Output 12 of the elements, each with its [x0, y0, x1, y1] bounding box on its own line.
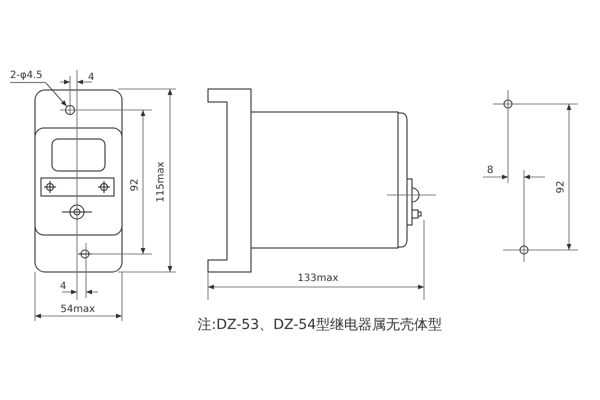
- dimension-label: 54max: [60, 304, 96, 316]
- caption: 注:DZ-53、DZ-54型继电器属无壳体型: [198, 317, 442, 333]
- dimension-label: 115max: [154, 162, 167, 202]
- dimension-label: 92: [554, 180, 567, 194]
- mounting-hole: [65, 105, 75, 115]
- dimension-label: 133max: [298, 273, 338, 285]
- dimension-label: 8: [487, 165, 494, 177]
- dimension-label: 4: [88, 72, 94, 84]
- hole-spec-label: 2-φ4.5: [10, 70, 46, 83]
- leader-line: [46, 82, 68, 107]
- dimension-label: 92: [128, 178, 141, 192]
- dimension-label: 4: [60, 281, 66, 293]
